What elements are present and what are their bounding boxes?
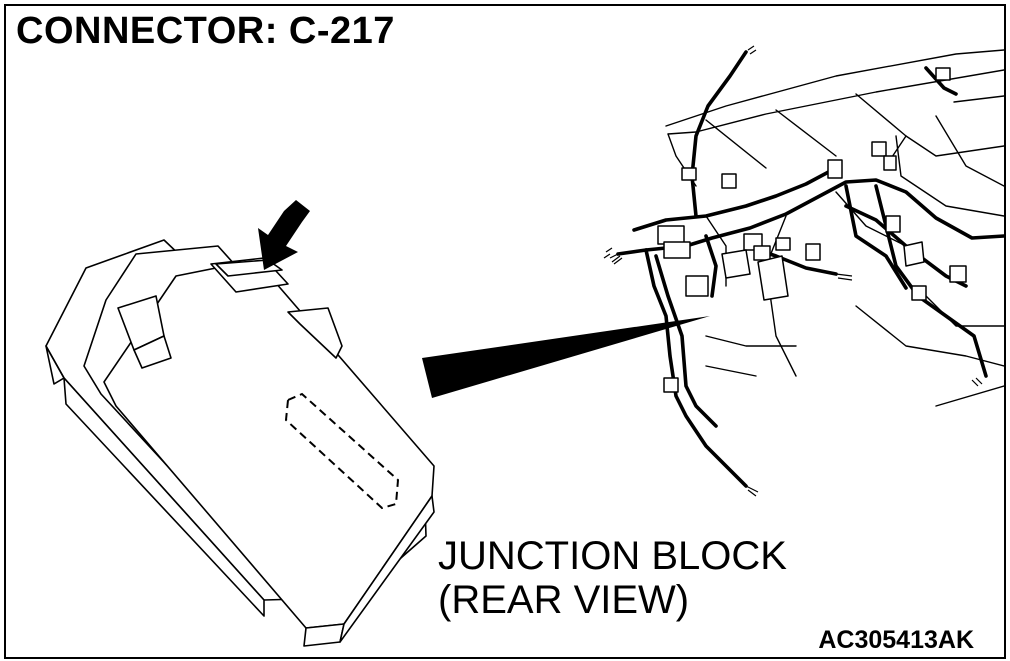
component-caption: JUNCTION BLOCK (REAR VIEW) xyxy=(438,534,787,622)
callout-wedge xyxy=(422,316,710,398)
caption-line-1: JUNCTION BLOCK xyxy=(438,534,787,578)
diagram-title: CONNECTOR: C-217 xyxy=(16,10,395,52)
harness-connectors xyxy=(657,67,967,393)
wire-ends xyxy=(603,45,983,497)
figure-id: AC305413AK xyxy=(818,626,974,654)
junction-block xyxy=(45,239,435,647)
connector-c217-outline xyxy=(284,392,400,510)
caption-line-2: (REAR VIEW) xyxy=(438,578,690,622)
wire-harness xyxy=(616,50,1004,488)
diagram-frame: CONNECTOR: C-217 JUNCTION BLOCK (REAR VI… xyxy=(4,4,1006,659)
connector-location-drawing xyxy=(45,45,1004,647)
pointer-arrow xyxy=(258,200,310,270)
